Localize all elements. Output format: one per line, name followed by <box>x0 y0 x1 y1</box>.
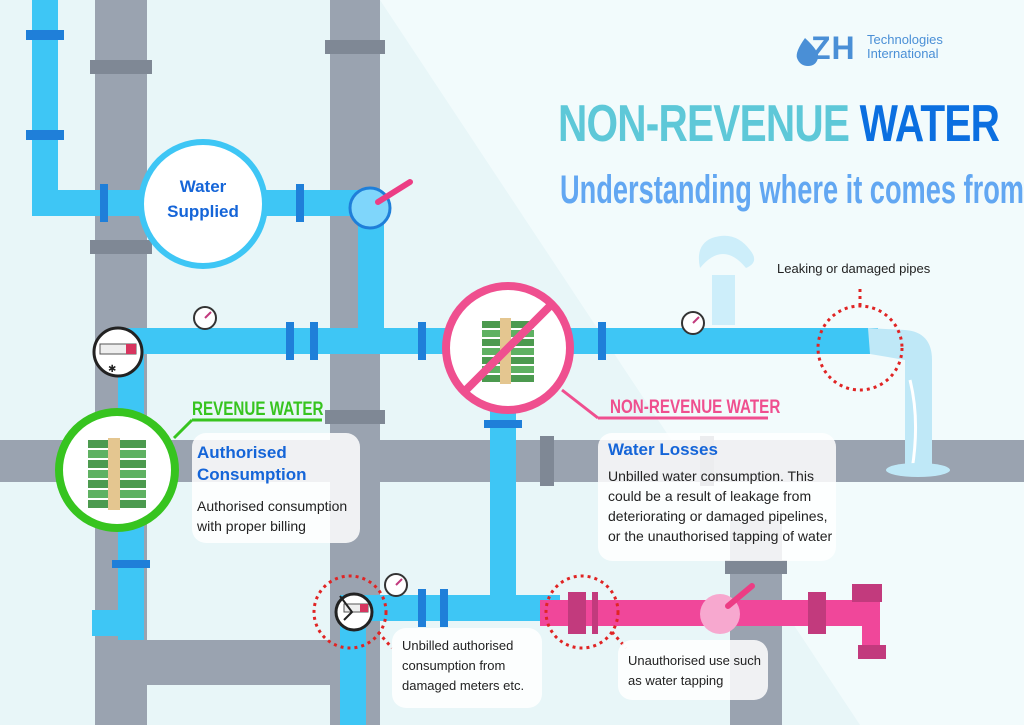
unauthorised-card <box>618 640 768 700</box>
revenue-sub-line2: Consumption <box>197 465 307 484</box>
prohibited-icon <box>461 301 555 395</box>
pressure-gauge-2 <box>681 311 705 335</box>
non-revenue-heading: NON-REVENUE WATER <box>610 397 781 418</box>
revenue-card <box>192 433 360 543</box>
pressure-gauge-1 <box>193 306 217 330</box>
water-drop-icon <box>796 38 819 66</box>
water-supplied-line2: Supplied <box>167 202 239 221</box>
revenue-heading: REVENUE WATER <box>192 399 324 420</box>
svg-text:✱: ✱ <box>108 364 116 375</box>
unbilled-line2: consumption from <box>402 658 506 673</box>
non-revenue-card <box>598 433 836 561</box>
revenue-description: Authorised consumption with proper billi… <box>197 496 347 536</box>
page-title: NON-REVENUE WATER <box>558 94 1000 154</box>
nrw-desc-line1: Unbilled water consumption. This <box>608 468 814 484</box>
non-revenue-circle <box>442 282 768 420</box>
unauthorised-line1: Unauthorised use such <box>628 653 761 668</box>
logo-line2: International <box>867 46 939 61</box>
water-meter: ✱ <box>92 326 144 378</box>
revenue-circle <box>55 408 322 532</box>
revenue-desc-line1: Authorised consumption <box>197 498 348 514</box>
revenue-sub-line1: Authorised <box>197 443 287 462</box>
main-valve <box>348 179 413 230</box>
non-revenue-description: Unbilled water consumption. This could b… <box>608 466 832 546</box>
money-stack-icon <box>88 438 146 510</box>
unbilled-card <box>392 628 542 708</box>
revenue-subheading: Authorised Consumption <box>197 442 307 486</box>
unbilled-line1: Unbilled authorised <box>402 638 514 653</box>
nrw-desc-line2: could be a result of leakage from <box>608 488 812 504</box>
unauthorised-description: Unauthorised use such as water tapping <box>628 651 761 691</box>
pipe-flanges <box>26 30 606 627</box>
background-panel <box>380 0 1024 725</box>
water-supplied-circle: Water Supplied <box>138 139 268 269</box>
leak-water <box>698 235 950 477</box>
logo-line1: Technologies <box>867 32 943 47</box>
unauthorised-line2: as water tapping <box>628 673 724 688</box>
tap-pipe <box>540 583 886 659</box>
logo-mark: ZH <box>811 30 856 66</box>
highlight-circles <box>312 285 904 650</box>
nrw-desc-line3: deteriorating or damaged pipelines, <box>608 508 828 524</box>
water-supplied-line1: Water <box>180 177 227 196</box>
leaking-label: Leaking or damaged pipes <box>777 261 931 276</box>
unbilled-description: Unbilled authorised consumption from dam… <box>402 636 524 696</box>
nrw-desc-line4: or the unauthorised tapping of water <box>608 528 833 544</box>
revenue-desc-line2: with proper billing <box>197 518 306 534</box>
title-part1: NON-REVENUE <box>558 95 860 153</box>
title-part2: WATER <box>859 95 1000 153</box>
unbilled-line3: damaged meters etc. <box>402 678 525 693</box>
pressure-gauge-3 <box>384 573 408 597</box>
non-revenue-subheading: Water Losses <box>608 440 718 459</box>
damaged-meter <box>334 592 374 632</box>
page-subtitle: Understanding where it comes from <box>560 168 1024 212</box>
